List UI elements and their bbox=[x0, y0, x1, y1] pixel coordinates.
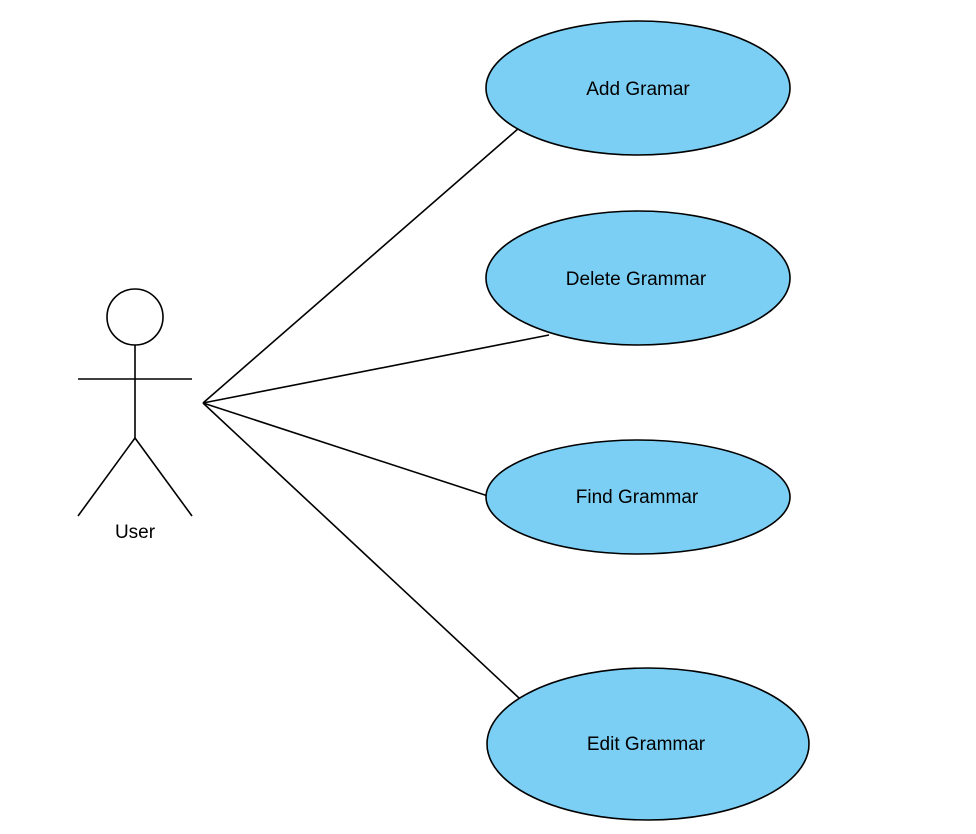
use-case-find-label: Find Grammar bbox=[576, 487, 699, 508]
actor-right-leg bbox=[134, 437, 193, 517]
association-delete[interactable] bbox=[202, 334, 550, 404]
actor-label: User bbox=[115, 522, 156, 543]
actor-user[interactable]: User bbox=[77, 288, 193, 543]
use-case-edit[interactable]: Edit Grammar bbox=[486, 667, 810, 821]
use-case-add[interactable]: Add Gramar bbox=[485, 20, 791, 156]
association-add[interactable] bbox=[202, 127, 520, 404]
actor-head bbox=[106, 288, 164, 346]
actor-left-leg bbox=[77, 437, 136, 517]
association-edit[interactable] bbox=[202, 402, 520, 699]
associations bbox=[202, 127, 550, 699]
use-case-add-ellipse bbox=[485, 20, 791, 156]
use-case-delete-ellipse bbox=[485, 210, 791, 346]
use-case-find[interactable]: Find Grammar bbox=[485, 439, 791, 555]
use-case-edit-ellipse bbox=[486, 667, 810, 821]
use-case-add-label: Add Gramar bbox=[586, 79, 690, 100]
use-case-edit-label: Edit Grammar bbox=[587, 734, 706, 755]
use-case-find-ellipse bbox=[485, 439, 791, 555]
use-case-delete-label: Delete Grammar bbox=[566, 269, 707, 290]
use-case-delete[interactable]: Delete Grammar bbox=[485, 210, 791, 346]
association-find[interactable] bbox=[202, 402, 489, 497]
